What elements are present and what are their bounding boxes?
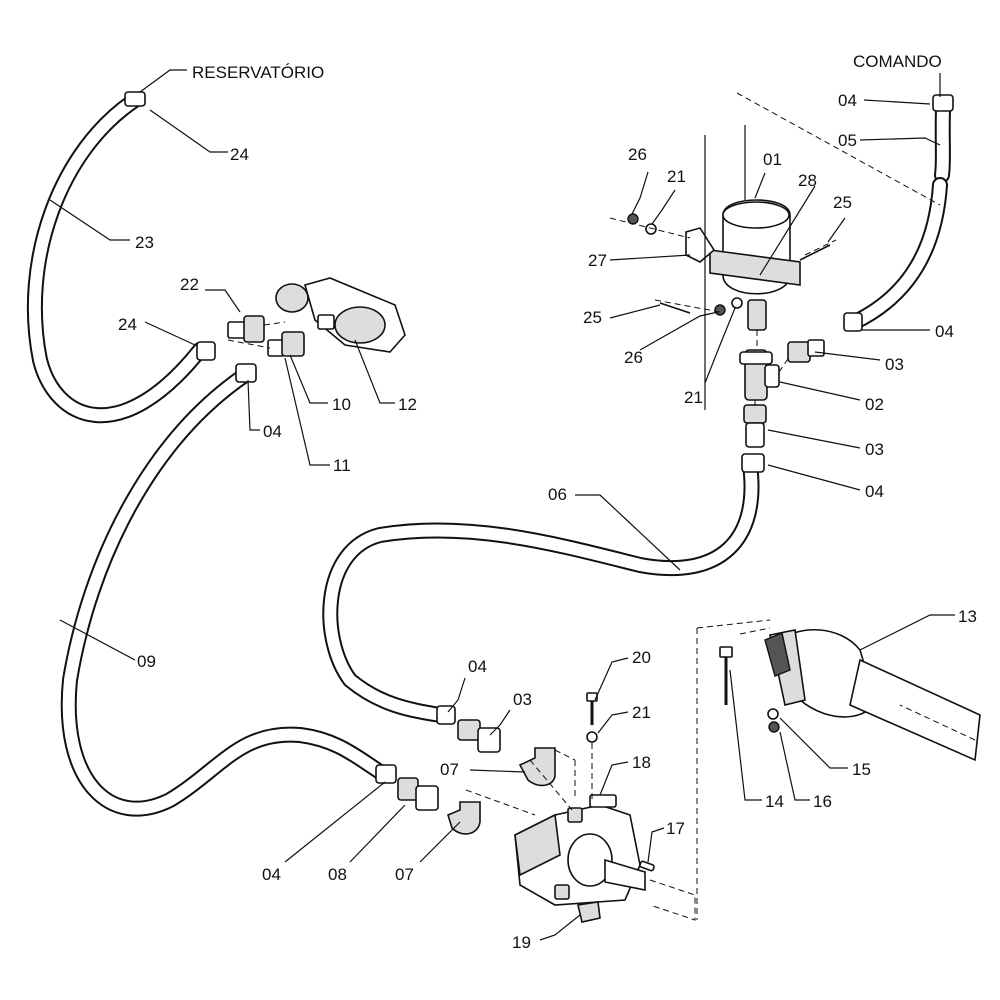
label-26a: 26 [628,145,647,164]
label-07a: 07 [440,760,459,779]
valve-12 [275,277,406,353]
label-04b: 04 [263,422,282,441]
label-04c: 04 [935,322,954,341]
filter-hardware [627,213,831,316]
label-19: 19 [512,933,531,952]
label-20: 20 [632,648,651,667]
hose-06 [322,457,760,723]
label-27: 27 [588,251,607,270]
label-04f: 04 [262,865,281,884]
key-17 [639,860,655,872]
label-13: 13 [958,607,977,626]
fitting-22 [227,315,265,343]
hose-23 [26,92,208,424]
label-12: 12 [398,395,417,414]
hose-clamps [124,91,954,784]
label-17: 17 [666,819,685,838]
fitting-10-11 [267,331,305,357]
label-26b: 26 [624,348,643,367]
label-04d: 04 [865,482,884,501]
label-03c: 03 [513,690,532,709]
label-03a: 03 [885,355,904,374]
pump-18 [514,794,646,906]
label-22: 22 [180,275,199,294]
label-06: 06 [548,485,567,504]
label-03b: 03 [865,440,884,459]
filter-01 [685,199,801,331]
leader-lines [49,69,955,941]
label-24a: 24 [230,145,249,164]
label-02: 02 [865,395,884,414]
label-16: 16 [813,792,832,811]
label-11: 11 [333,456,351,475]
bolt-14-washer-15-nut-16 [719,646,780,733]
driveshaft-13 [764,629,981,762]
label-18: 18 [632,753,651,772]
elbows-07 [447,747,556,835]
label-01: 01 [763,150,782,169]
label-05: 05 [838,131,857,150]
label-24b: 24 [118,315,137,334]
label-04e: 04 [468,657,487,676]
label-15: 15 [852,760,871,779]
drain-plug-19 [577,901,601,923]
label-comando: COMANDO [853,52,942,71]
label-10: 10 [332,395,351,414]
label-23: 23 [135,233,154,252]
bolt-20-washer-21 [586,692,598,743]
label-reservatorio: RESERVATÓRIO [192,63,324,82]
label-14: 14 [765,792,784,811]
label-09: 09 [137,652,156,671]
label-04a: 04 [838,91,857,110]
label-21a: 21 [667,167,686,186]
label-21b: 21 [684,388,703,407]
label-25a: 25 [833,193,852,212]
tee-02 [739,349,780,401]
hose-09 [60,367,393,817]
fitting-08 [397,777,439,811]
fitting-03-middle [743,404,767,448]
assembly-lines [227,92,976,921]
hose-05 [847,102,951,330]
fitting-03-upper [787,339,825,363]
label-21c: 21 [632,703,651,722]
label-25b: 25 [583,308,602,327]
label-28: 28 [798,171,817,190]
label-08: 08 [328,865,347,884]
part-labels: RESERVATÓRIO COMANDO 04 05 24 23 22 24 1… [118,52,977,952]
fitting-03-lower [457,719,501,753]
label-07b: 07 [395,865,414,884]
